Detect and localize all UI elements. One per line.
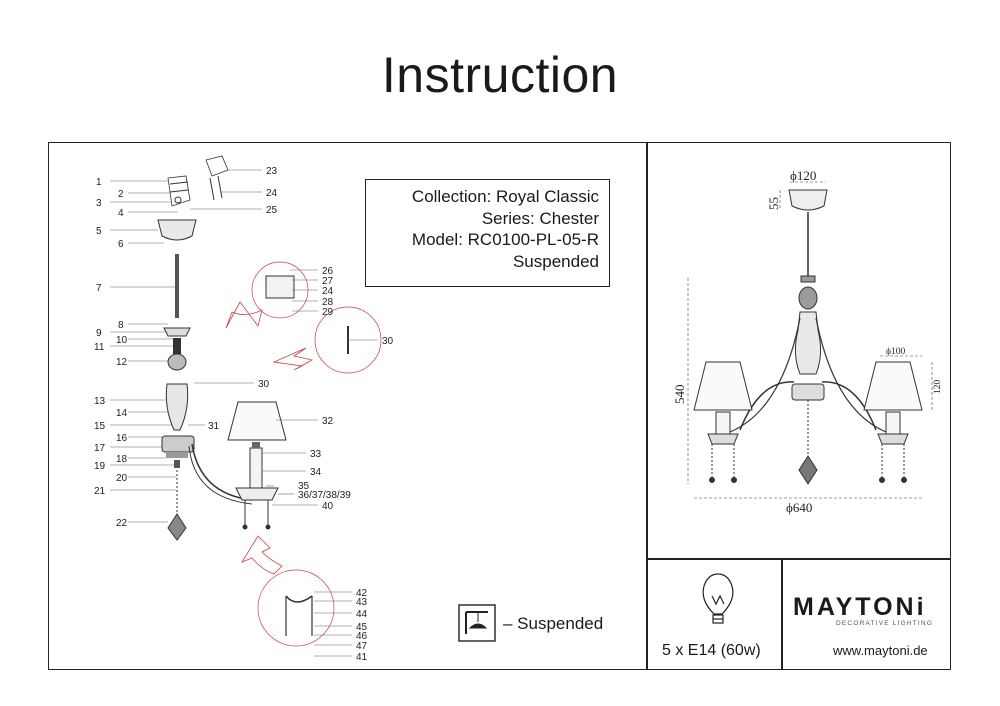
model-line: Model: RC0100-PL-05-R [411, 230, 599, 249]
shade-height-dim: 120 [933, 380, 943, 395]
part-number: 35 [298, 481, 310, 492]
part-number: 15 [94, 421, 106, 432]
part-number: 46 [356, 631, 368, 642]
part-number: 22 [116, 518, 128, 529]
part-number: 44 [356, 609, 368, 620]
part-number: 33 [310, 449, 322, 460]
part-number: 6 [118, 239, 124, 250]
part-number: 24 [322, 286, 334, 297]
part-number: 1 [96, 177, 102, 188]
part-number: 16 [116, 433, 128, 444]
website-link[interactable]: www.maytoni.de [833, 643, 928, 658]
left-part-numbers: 1 2 3 4 5 6 7 8 9 10 11 12 13 14 15 16 1… [94, 177, 128, 529]
width-dim: ϕ640 [786, 500, 812, 515]
part-number: 23 [266, 166, 278, 177]
part-number: 30 [258, 379, 270, 390]
part-number: 9 [96, 328, 102, 339]
part-number: 3 [96, 198, 102, 209]
dimension-texts: ϕ120 55 540 ϕ100 120 ϕ640 [672, 168, 943, 515]
part-number: 7 [96, 283, 102, 294]
left-leaders [110, 180, 178, 523]
bulb-spec: 5 x E14 (60w) [662, 642, 761, 659]
part-number: 36/37/38/39 [298, 490, 351, 501]
part-number: 40 [322, 501, 334, 512]
bulb-icon [702, 573, 734, 624]
dimension-lines [687, 181, 933, 499]
part-number: 42 [356, 588, 368, 599]
mount-line: Suspended [512, 251, 599, 271]
assembled-view [693, 189, 923, 485]
part-number: 20 [116, 473, 128, 484]
part-number: 24 [266, 188, 278, 199]
page-title: Instruction [381, 47, 619, 103]
part-number: 47 [356, 641, 368, 652]
top-diameter-dim: ϕ120 [790, 168, 816, 183]
part-number: 43 [356, 597, 368, 608]
part-number: 13 [94, 396, 106, 407]
part-number: 4 [118, 208, 124, 219]
legend-suspended-label: – Suspended [503, 614, 604, 633]
top-height-dim: 55 [766, 197, 781, 210]
part-number: 11 [94, 342, 105, 353]
part-number: 25 [266, 205, 278, 216]
part-number: 21 [94, 486, 106, 497]
series-line: Series: Chester [481, 208, 599, 228]
footer-divider [781, 558, 783, 670]
right-leaders [188, 169, 378, 657]
height-dim: 540 [672, 385, 687, 405]
part-number: 8 [118, 320, 124, 331]
part-number: 28 [322, 297, 334, 308]
collection-line: Collection: Royal Classic [411, 187, 599, 206]
part-number: 5 [96, 226, 102, 237]
part-number: 26 [322, 266, 334, 277]
part-number: 12 [116, 357, 128, 368]
part-number: 30 [382, 336, 394, 347]
part-number: 31 [208, 421, 220, 432]
part-number: 45 [356, 622, 368, 633]
right-part-numbers: 23 24 25 26 27 24 28 29 30 30 31 32 33 3… [208, 166, 394, 663]
part-number: 10 [116, 335, 128, 346]
brand-tagline: DECORATIVE LIGHTING [836, 620, 934, 627]
exploded-view [157, 155, 382, 647]
part-number: 14 [116, 408, 128, 419]
horizontal-divider [646, 558, 951, 560]
part-number: 32 [322, 416, 334, 427]
shade-diameter-dim: ϕ100 [886, 347, 906, 357]
drawing-frame [48, 142, 951, 670]
brand-logo: MAYTONi [793, 593, 927, 621]
part-number: 41 [356, 652, 368, 663]
product-info-box: Collection: Royal Classic Series: Cheste… [365, 179, 610, 287]
part-number: 18 [116, 454, 128, 465]
part-number: 19 [94, 461, 106, 472]
vertical-divider [646, 142, 648, 670]
part-number: 34 [310, 467, 322, 478]
part-number: 17 [94, 443, 106, 454]
part-number: 2 [118, 189, 124, 200]
part-number: 27 [322, 276, 334, 287]
suspended-icon [458, 604, 496, 642]
part-number: 29 [322, 307, 334, 318]
